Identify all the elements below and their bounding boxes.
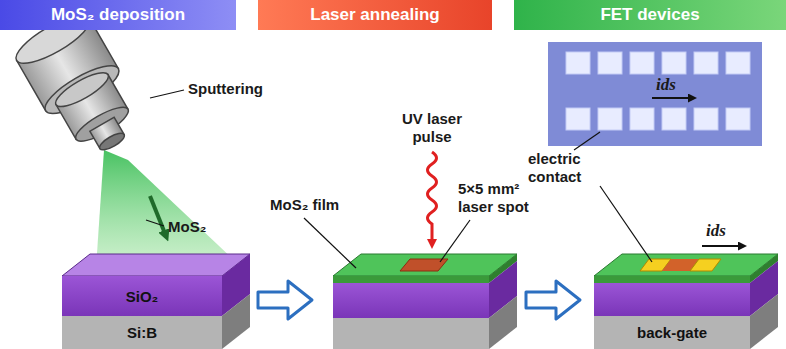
node-label: Si:B (127, 324, 157, 341)
substrate-side (489, 296, 517, 349)
node-label: SiO₂ (126, 288, 159, 305)
leader-line (150, 90, 184, 98)
current-arrow (652, 97, 692, 99)
stage-header: MoS₂ deposition (0, 0, 236, 30)
callout-label: electric contact (528, 150, 612, 186)
back-gate-layer: back-gate (594, 316, 750, 349)
node-label: back-gate (637, 324, 707, 341)
stage-header: FET devices (514, 0, 786, 30)
process-arrow (258, 281, 312, 319)
film-top (594, 254, 778, 276)
substrate-side (222, 294, 250, 349)
sio2-layer (333, 283, 489, 318)
leader-line (600, 186, 652, 262)
current-label: ids (706, 222, 726, 240)
contact-pads (566, 52, 750, 130)
leader-line (304, 218, 356, 268)
device-micrograph (548, 42, 762, 146)
callout-label: MoS₂ (168, 218, 206, 236)
callout-label: UV laser pulse (392, 110, 472, 146)
mos2-film (333, 276, 489, 283)
mos2-film (594, 276, 750, 283)
substrate-side (750, 294, 778, 349)
silicon-layer: Si:B (62, 316, 222, 349)
stage-header: Laser annealing (258, 0, 492, 30)
substrate-top (62, 254, 250, 276)
current-arrow (702, 245, 742, 247)
node-label: MoS₂ deposition (51, 5, 185, 25)
film-top (333, 254, 517, 276)
node-label: Laser annealing (310, 5, 439, 25)
callout-label: Sputtering (188, 80, 263, 98)
si-layer (333, 318, 489, 349)
leader-line (440, 220, 470, 262)
sputter-beam (96, 150, 236, 268)
sputter-gun (10, 7, 151, 167)
laser-pulse (428, 152, 437, 244)
leader-line (146, 220, 164, 226)
electric-contact (690, 259, 721, 271)
callout-label: 5×5 mm² laser spot (458, 180, 558, 216)
callout-label: MoS₂ film (270, 196, 339, 214)
current-label: ids (656, 76, 676, 94)
sio2-layer (594, 283, 750, 316)
leader-line (574, 132, 600, 150)
node-label: FET devices (600, 5, 699, 25)
process-arrow (526, 281, 580, 319)
oxide-layer: SiO₂ (62, 276, 222, 316)
beam-arrow (150, 196, 166, 236)
